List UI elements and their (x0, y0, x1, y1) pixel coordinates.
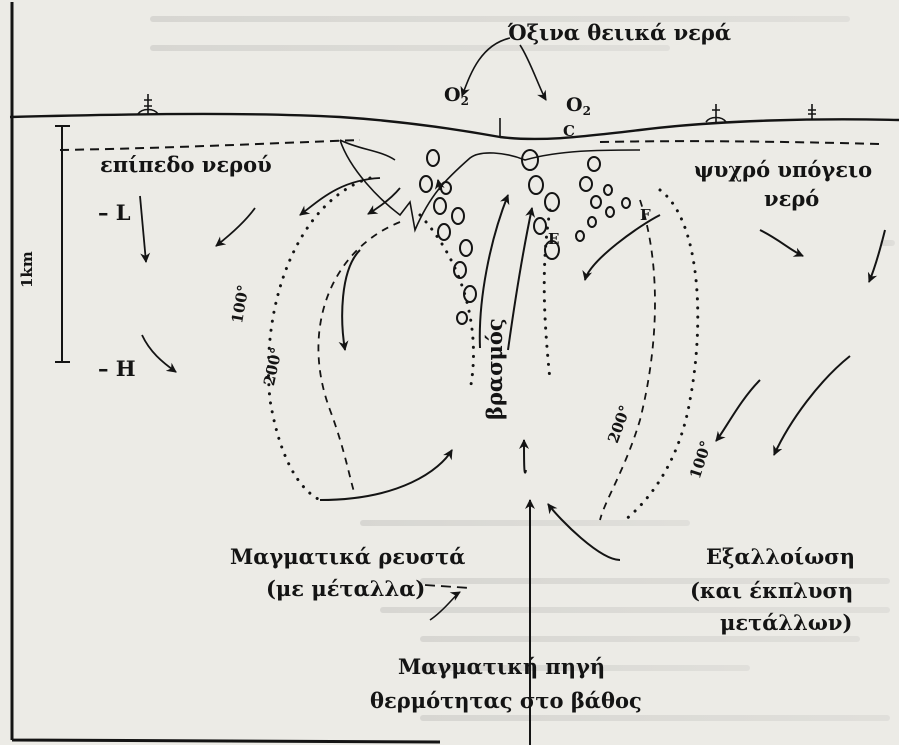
o2-label-left: O2 (444, 86, 469, 107)
ground-surface (10, 114, 899, 139)
alteration-label-line3: μετάλλων) (720, 612, 852, 633)
magmatic-fluids-label-line1: Μαγματικά ρευστά (230, 546, 465, 567)
surface-vent-symbols (138, 94, 816, 137)
o2-left-letter: O (444, 84, 461, 106)
o2-label-right: O2 (566, 96, 591, 117)
convection-arrows (320, 180, 885, 560)
heat-source-label-line2: θερμότητας στο βάθος (370, 690, 642, 711)
acid-alteration-zone (340, 140, 640, 230)
recharge-arrows-left (140, 178, 400, 372)
o2-right-subscript: 2 (583, 104, 591, 118)
depth-marker-L: – L (98, 202, 131, 223)
magmatic-fluids-leader (425, 585, 470, 588)
zone-marker-F: F (640, 208, 651, 223)
magmatic-fluids-label-line2: (με μέταλλα) (266, 578, 425, 599)
zone-marker-E: E (548, 232, 559, 247)
o2-left-subscript: 2 (461, 94, 469, 108)
scale-1km-label: 1km (20, 251, 35, 288)
depth-marker-H: – H (98, 358, 136, 379)
acid-sulfate-water-label: Όξινα θειικά νερά (508, 22, 731, 43)
cold-groundwater-label-line1: ψυχρό υπόγειο (694, 159, 872, 180)
zone-marker-C: C (563, 124, 575, 139)
depth-scale-bar (55, 126, 70, 362)
alteration-label-line2: (και έκπλυση (690, 580, 853, 601)
alteration-label-line1: Εξαλλοίωση (706, 546, 855, 567)
o2-right-letter: O (566, 94, 583, 116)
heat-source-label-line1: Μαγματική πηγή (398, 656, 605, 677)
water-table-label: επίπεδο νερού (100, 154, 272, 175)
cold-groundwater-label-line2: νερό (764, 188, 819, 209)
water-table-line (60, 140, 880, 150)
boiling-label: βρασμός (484, 318, 505, 420)
